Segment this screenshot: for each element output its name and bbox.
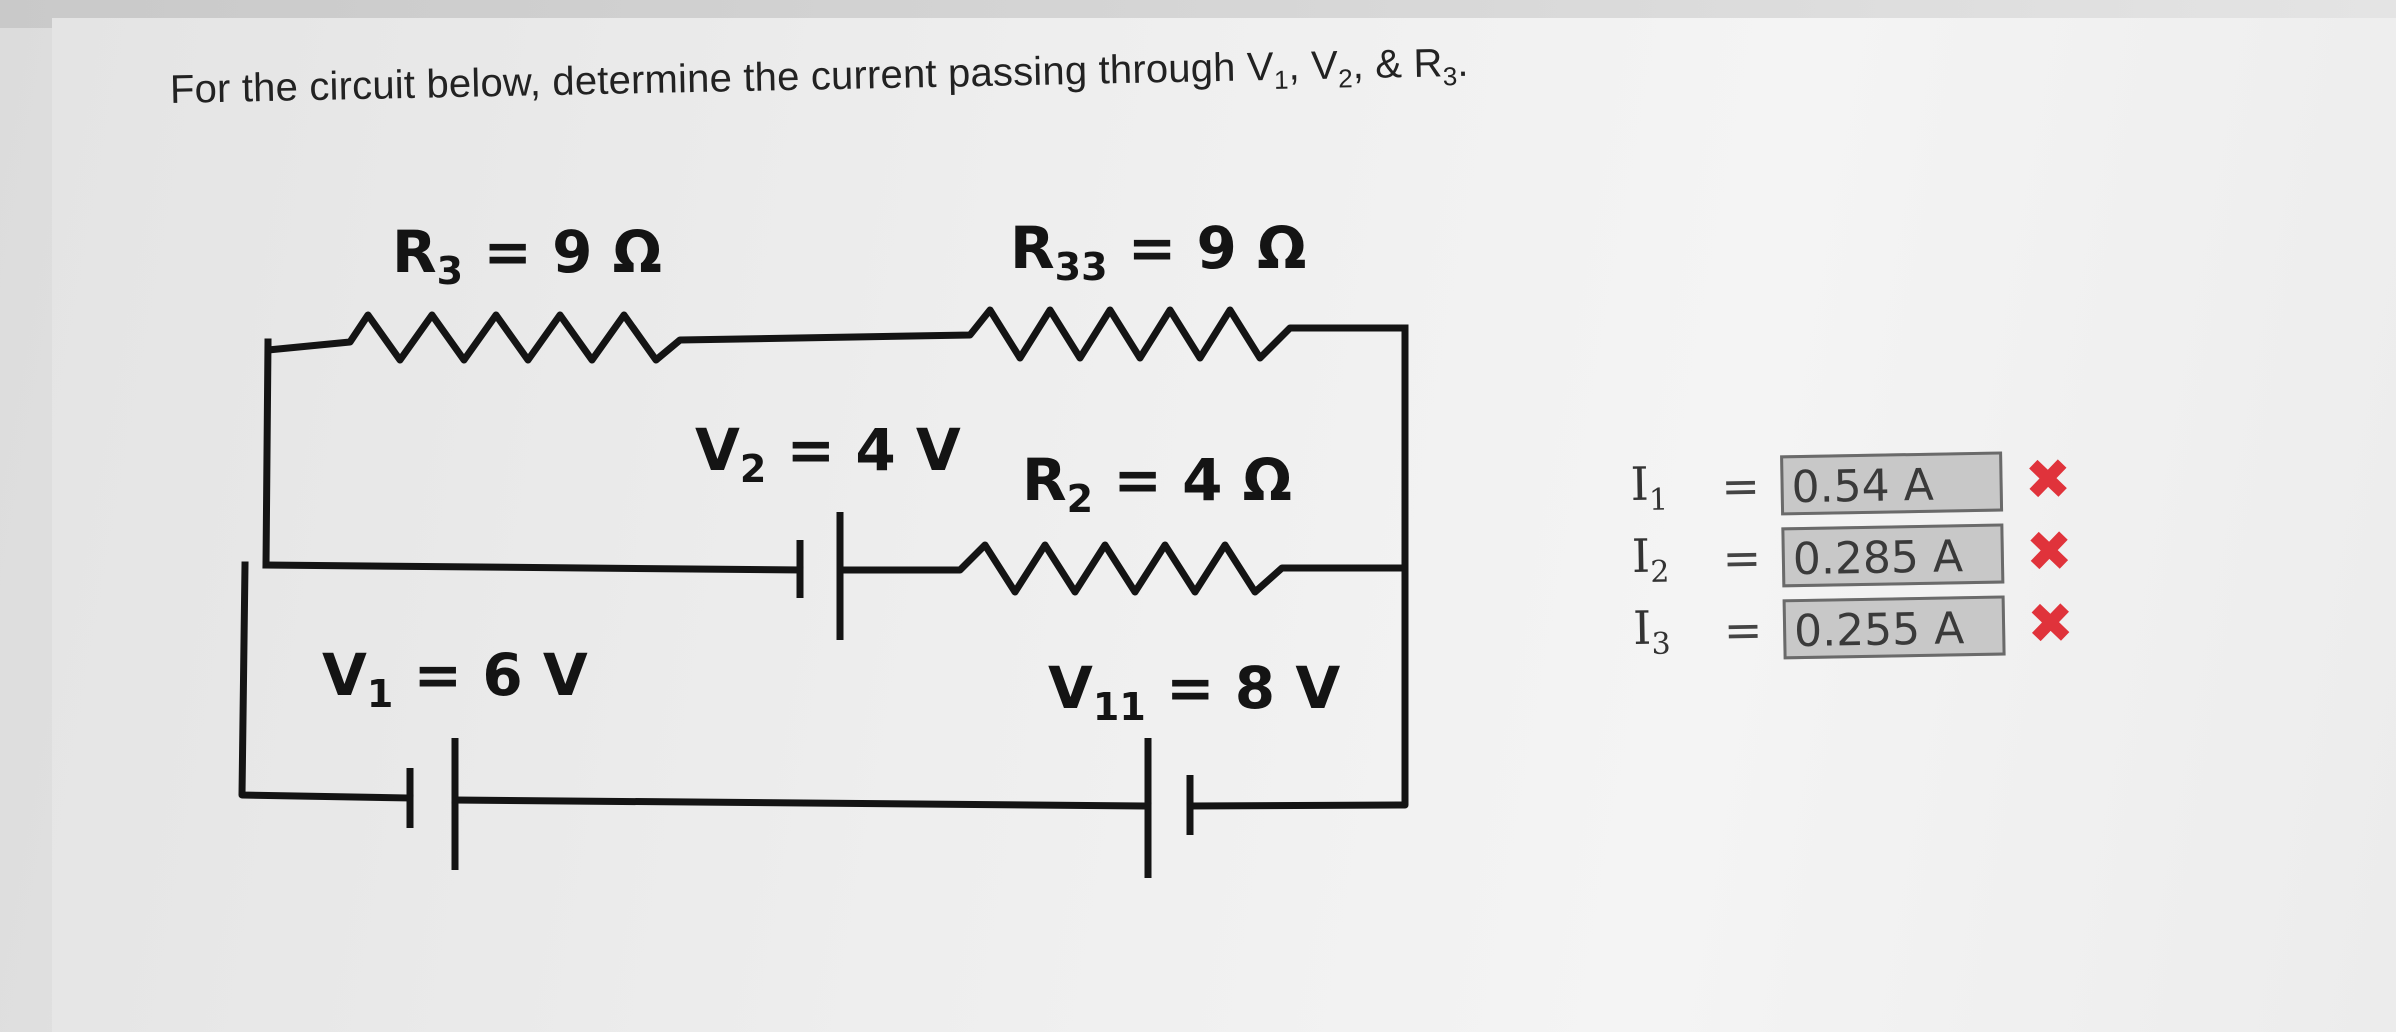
r33-label: R33 = 9 Ω xyxy=(1010,214,1306,289)
left-lower-wire xyxy=(238,561,414,802)
v2-label: V2 = 4 V xyxy=(695,416,961,491)
answer-field-i2[interactable]: 0.285 A xyxy=(1781,523,2005,588)
r3-label: R3 = 9 Ω xyxy=(392,218,662,293)
answer-variable: I1 xyxy=(1630,457,1669,519)
bottom-wire-mid xyxy=(451,796,1152,810)
wrong-x-icon: ✖ xyxy=(2026,591,2075,658)
wrong-x-icon: ✖ xyxy=(2023,447,2073,514)
answer-row-i3: I3 = 0.255 A ✖ xyxy=(1633,588,2075,668)
r2-label: R2 = 4 Ω xyxy=(1022,446,1292,521)
equals-sign: = xyxy=(1720,458,1761,514)
answers-panel: I1 = 0.54 A ✖ I2 = 0.285 A ✖ I3 = 0.255 … xyxy=(1630,444,2075,668)
right-lower-wire xyxy=(1186,564,1409,810)
v1-label: V1 = 6 V xyxy=(322,641,588,716)
left-top-wire xyxy=(262,338,272,569)
middle-wire-left xyxy=(262,561,804,574)
content-area xyxy=(52,18,2396,1032)
answer-row-i2: I2 = 0.285 A ✖ xyxy=(1631,516,2073,596)
wrong-x-icon: ✖ xyxy=(2025,519,2074,586)
answer-field-i3[interactable]: 0.255 A xyxy=(1782,595,2006,660)
answer-row-i1: I1 = 0.54 A ✖ xyxy=(1630,444,2072,524)
answer-variable: I2 xyxy=(1631,529,1670,591)
v11-label: V11 = 8 V xyxy=(1048,654,1340,729)
equals-sign: = xyxy=(1723,602,1763,658)
top-wire xyxy=(264,306,1409,364)
answer-field-i1[interactable]: 0.54 A xyxy=(1780,451,2004,516)
equals-sign: = xyxy=(1722,530,1762,586)
answer-variable: I3 xyxy=(1632,601,1671,663)
middle-wire-right xyxy=(836,541,1409,596)
